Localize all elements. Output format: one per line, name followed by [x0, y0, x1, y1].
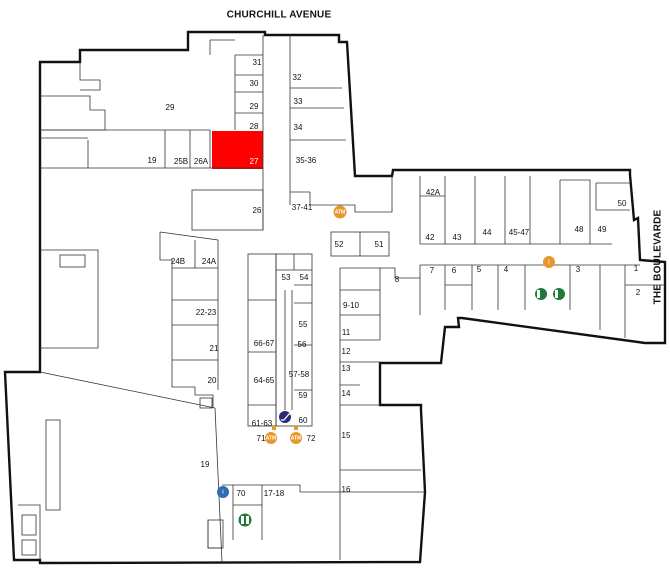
- unit-label: 37-41: [292, 203, 313, 212]
- unit-label-27: 27: [250, 157, 259, 166]
- unit-label: 59: [299, 391, 308, 400]
- unit-label: 29: [166, 103, 175, 112]
- unit-label: 28: [250, 122, 259, 131]
- unit-label: 45-47: [509, 228, 530, 237]
- unit-label: 26: [253, 206, 262, 215]
- unit-label: 4: [504, 265, 509, 274]
- unit-label: 51: [375, 240, 384, 249]
- unit-label: 71: [257, 434, 266, 443]
- unit-labels: 31 30 29 28 29 27 25B 26A 19 26 32 33 34…: [148, 58, 641, 498]
- unit-label: 48: [575, 225, 584, 234]
- unit-label: 31: [253, 58, 262, 67]
- unit-label: 26A: [194, 157, 209, 166]
- unit-label: 33: [294, 97, 303, 106]
- toilet-icon[interactable]: [238, 513, 252, 527]
- unit-label: 29: [250, 102, 259, 111]
- unit-label: 16: [342, 485, 351, 494]
- unit-label: 72: [307, 434, 316, 443]
- outer-walls: [3, 30, 667, 565]
- interior-walls: [18, 35, 665, 563]
- unit-label: 13: [342, 364, 351, 373]
- unit-label: 52: [335, 240, 344, 249]
- unit-label: 56: [298, 340, 307, 349]
- unit-label: 44: [483, 228, 492, 237]
- unit-label: 5: [477, 265, 482, 274]
- unit-label: 50: [618, 199, 627, 208]
- unit-label: 70: [237, 489, 246, 498]
- atm-icon[interactable]: [265, 432, 277, 444]
- unit-label: 30: [250, 79, 259, 88]
- unit-label: 7: [430, 266, 435, 275]
- unit-label: 14: [342, 389, 351, 398]
- svg-text:ATM: ATM: [335, 209, 345, 215]
- amenities: ATM ATM ATM i i: [217, 205, 565, 527]
- atm-icon[interactable]: [333, 205, 347, 219]
- unit-label: 43: [453, 233, 462, 242]
- unit-label: 8: [395, 275, 400, 284]
- unit-label: 49: [598, 225, 607, 234]
- unit-label: 19: [148, 156, 157, 165]
- toilet-icon[interactable]: [553, 288, 565, 300]
- unit-label: 54: [300, 273, 309, 282]
- street-label-east: THE BOULEVARDE: [653, 209, 664, 304]
- unit-label: 24A: [202, 257, 217, 266]
- unit-label: 60: [299, 416, 308, 425]
- unit-label: 24B: [171, 257, 185, 266]
- svg-text:ATM: ATM: [266, 435, 276, 441]
- unit-label: 35-36: [296, 156, 317, 165]
- unit-label: 25B: [174, 157, 188, 166]
- unit-label: 12: [342, 347, 351, 356]
- unit-label: 1: [634, 264, 639, 273]
- unit-label: 6: [452, 266, 457, 275]
- unit-label: 66-67: [254, 339, 275, 348]
- unit-label: 21: [210, 344, 219, 353]
- unit-label: 55: [299, 320, 308, 329]
- unit-label: 20: [208, 376, 217, 385]
- unit-label: 34: [294, 123, 303, 132]
- unit-label: 61-63: [252, 419, 273, 428]
- unit-label: 11: [342, 328, 351, 337]
- unit-label: 3: [576, 265, 581, 274]
- unit-label: 15: [342, 431, 351, 440]
- escalator-icon[interactable]: [279, 411, 291, 423]
- unit-label: 19: [201, 460, 210, 469]
- unit-label: 32: [293, 73, 302, 82]
- unit-label: 53: [282, 273, 291, 282]
- unit-27-highlight[interactable]: [212, 131, 263, 169]
- toilet-icon[interactable]: [535, 288, 547, 300]
- atm-icon[interactable]: [290, 432, 302, 444]
- svg-text:i: i: [222, 489, 224, 495]
- unit-label: 57-58: [289, 370, 310, 379]
- street-label-north: CHURCHILL AVENUE: [227, 10, 332, 21]
- unit-label: 9-10: [343, 301, 360, 310]
- unit-label: 17-18: [264, 489, 285, 498]
- unit-label: 42A: [426, 188, 441, 197]
- svg-text:ATM: ATM: [291, 435, 301, 441]
- unit-label: 2: [636, 288, 641, 297]
- unit-label: 64-65: [254, 376, 275, 385]
- parents-room-icon[interactable]: [543, 256, 555, 268]
- unit-label: 42: [426, 233, 435, 242]
- unit-label: 22-23: [196, 308, 217, 317]
- svg-text:i: i: [548, 259, 550, 265]
- information-icon[interactable]: [217, 486, 229, 498]
